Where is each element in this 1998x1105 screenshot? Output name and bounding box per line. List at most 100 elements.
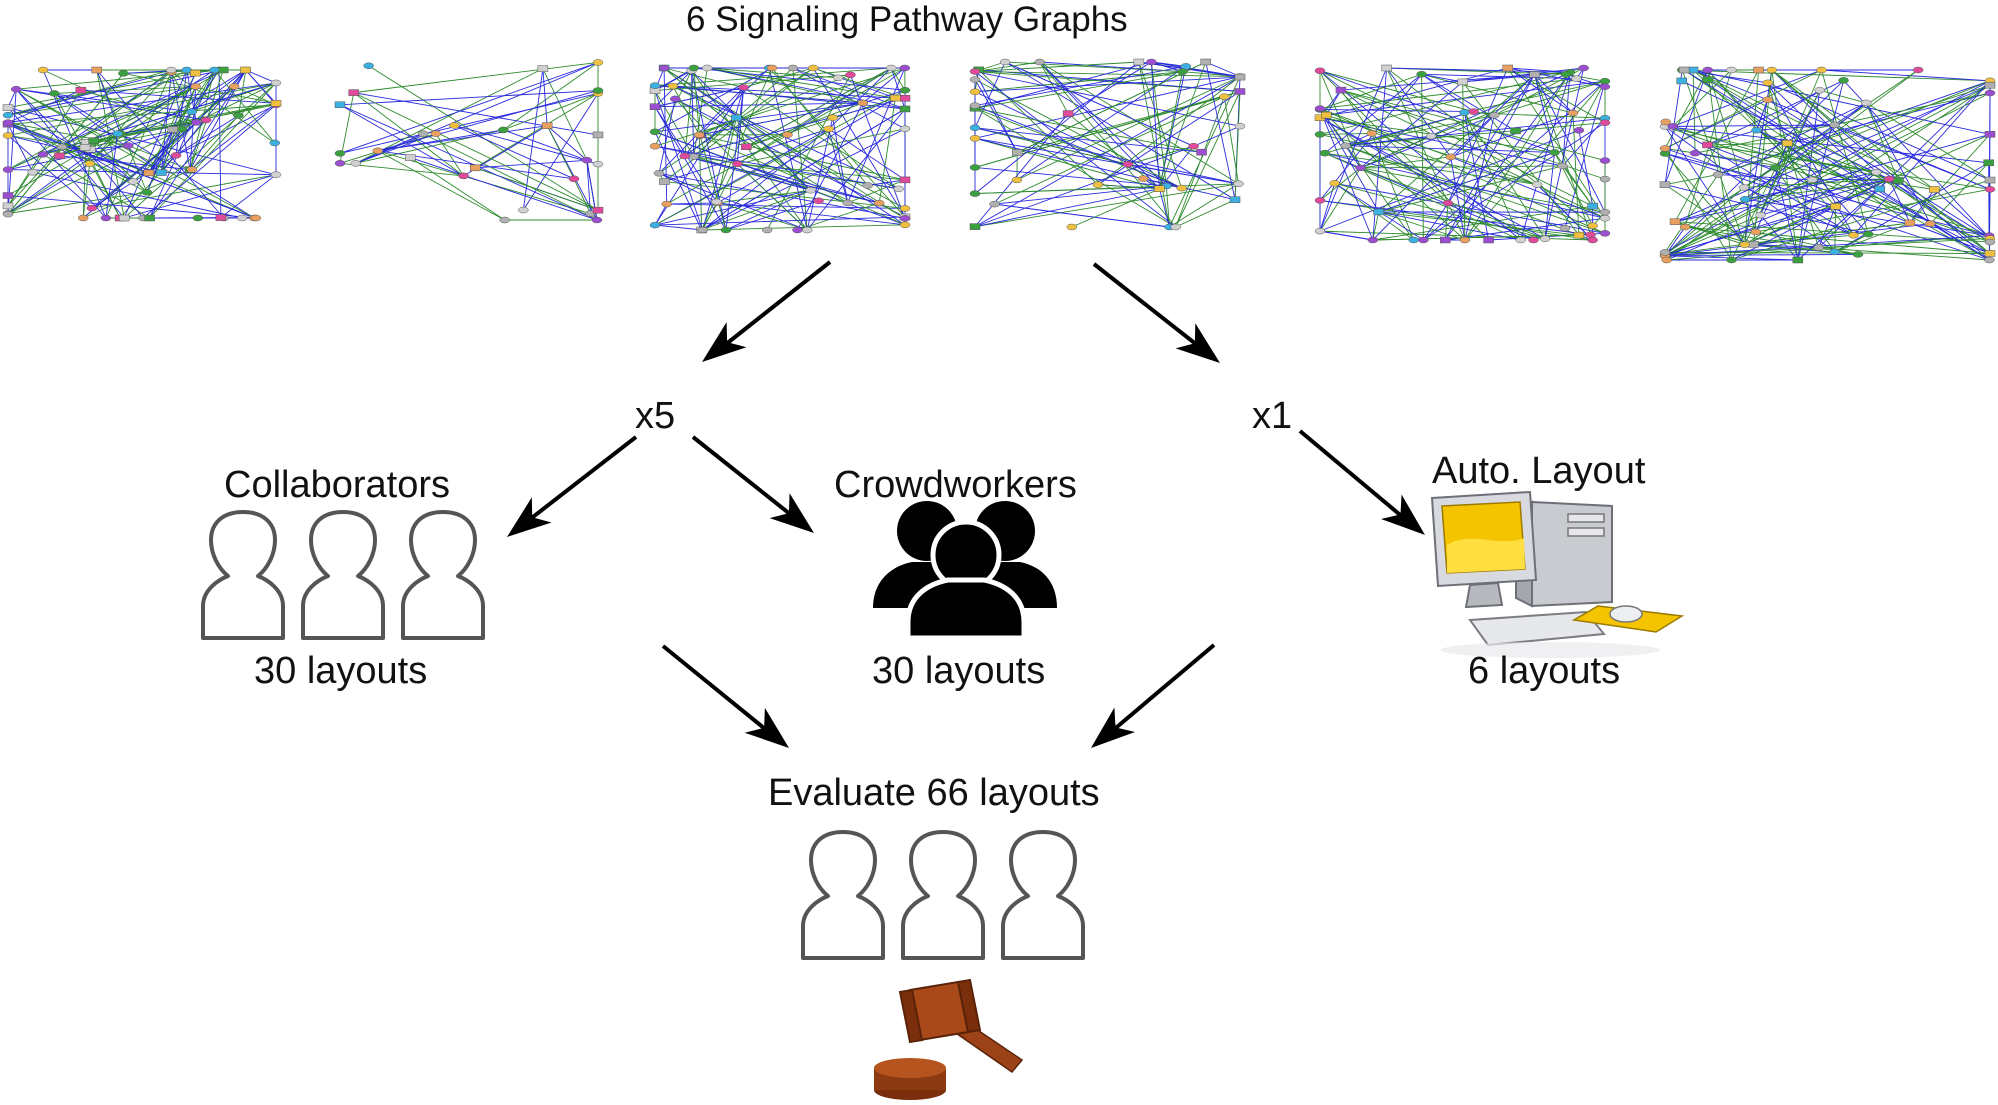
graph-edge xyxy=(1175,91,1241,228)
crowdworkers-layouts: 30 layouts xyxy=(872,650,1046,692)
graph-edge xyxy=(573,178,591,214)
graph-edge xyxy=(1853,80,1991,236)
graph-node xyxy=(1329,180,1340,187)
graph-node xyxy=(1196,148,1207,156)
graph-edge xyxy=(974,183,1239,195)
graph-node xyxy=(823,125,834,133)
graph-node xyxy=(470,164,481,172)
graph-edge xyxy=(847,179,906,204)
graph-edge xyxy=(737,128,906,165)
graph-edge xyxy=(160,129,174,173)
graph-node xyxy=(1459,236,1471,244)
auto-layout-label: Auto. Layout xyxy=(1432,450,1646,492)
graph-edge xyxy=(1834,124,1991,190)
graph-edge xyxy=(1664,148,1836,207)
graph-edge xyxy=(1159,61,1207,189)
graph-node xyxy=(1667,123,1679,130)
graph-edge xyxy=(1909,189,1935,224)
graph-edge xyxy=(1319,70,1361,169)
graph-node xyxy=(1712,171,1724,178)
graph-edge xyxy=(339,104,464,177)
graph-edge xyxy=(1016,76,1241,181)
graph-edge xyxy=(1578,81,1606,131)
graph-node xyxy=(969,88,981,95)
graph-edge xyxy=(1695,92,1991,154)
graph-node xyxy=(1012,149,1023,156)
graph-edge xyxy=(1378,211,1579,236)
graph-edge xyxy=(654,102,863,108)
graph-node xyxy=(1599,175,1611,183)
graph-edge xyxy=(1692,69,1991,190)
evaluate-label: Evaluate 66 layouts xyxy=(768,772,1100,814)
graph-edge xyxy=(725,189,811,231)
graph-edge xyxy=(16,88,207,121)
graph-edge xyxy=(1834,206,1837,252)
graph-edge xyxy=(1340,89,1606,162)
graph-node xyxy=(1904,219,1916,227)
graph-edge xyxy=(124,174,277,219)
graph-edge xyxy=(1421,73,1577,80)
graph-node xyxy=(1766,66,1778,74)
graph-node xyxy=(192,214,204,222)
graph-node xyxy=(1137,175,1149,182)
graph-edge xyxy=(1386,67,1466,241)
graph-edge xyxy=(1664,174,1719,186)
graph-edge xyxy=(1664,184,1869,235)
graph-edge xyxy=(974,183,1239,228)
graph-edge xyxy=(1175,199,1236,228)
graph-edge xyxy=(658,172,717,203)
graph-node xyxy=(1408,236,1419,244)
graph-edge xyxy=(1818,80,1991,249)
graph-edge xyxy=(7,169,277,176)
graph-edge xyxy=(699,135,906,226)
graph-edge xyxy=(654,90,703,231)
graph-node xyxy=(10,85,22,93)
graph-edge xyxy=(1834,222,1911,253)
graph-edge xyxy=(1464,80,1606,113)
graph-edge xyxy=(654,90,695,157)
graph-edge xyxy=(1464,112,1546,239)
graph-edge xyxy=(693,67,794,157)
graph-node xyxy=(200,116,212,124)
graph-edge xyxy=(191,69,246,113)
graph-node xyxy=(1560,71,1572,78)
graph-node xyxy=(649,82,661,89)
graph-node xyxy=(591,216,603,224)
graph-node xyxy=(766,64,778,72)
graph-edge xyxy=(1319,109,1474,113)
graph-node xyxy=(372,147,383,155)
graph-edge xyxy=(1562,165,1594,207)
graph-node xyxy=(1860,99,1872,107)
graph-edge xyxy=(123,82,277,219)
graph-edge xyxy=(1818,247,1990,261)
graph-edge xyxy=(737,67,892,165)
graph-edge xyxy=(1865,102,1931,224)
graph-edge xyxy=(701,189,811,231)
graph-edge xyxy=(1421,73,1463,83)
graph-edge xyxy=(736,87,745,164)
graph-node xyxy=(688,64,700,72)
graph-node xyxy=(1814,87,1825,94)
graph-node xyxy=(334,150,346,157)
graph-node xyxy=(1355,164,1366,172)
graph-node xyxy=(86,204,98,212)
graph-edge xyxy=(1753,243,1859,255)
graph-edge xyxy=(435,133,464,177)
multiplier-right: x1 xyxy=(1252,395,1293,437)
graph-edge xyxy=(1771,69,1991,254)
graph-edge xyxy=(1150,61,1160,189)
graph-node xyxy=(186,166,198,173)
graph-edge xyxy=(1345,114,1495,147)
graph-edge xyxy=(1745,198,1990,237)
graph-edge xyxy=(546,125,588,161)
graph-node xyxy=(899,215,911,222)
graph-node xyxy=(1335,86,1347,94)
graph-edge xyxy=(1319,109,1380,213)
graph-edge xyxy=(725,87,745,231)
graph-edge xyxy=(1507,67,1606,219)
graph-node xyxy=(1092,181,1104,188)
graph-edge xyxy=(1664,126,1836,253)
graph-node xyxy=(899,205,911,212)
graph-node xyxy=(430,130,442,137)
